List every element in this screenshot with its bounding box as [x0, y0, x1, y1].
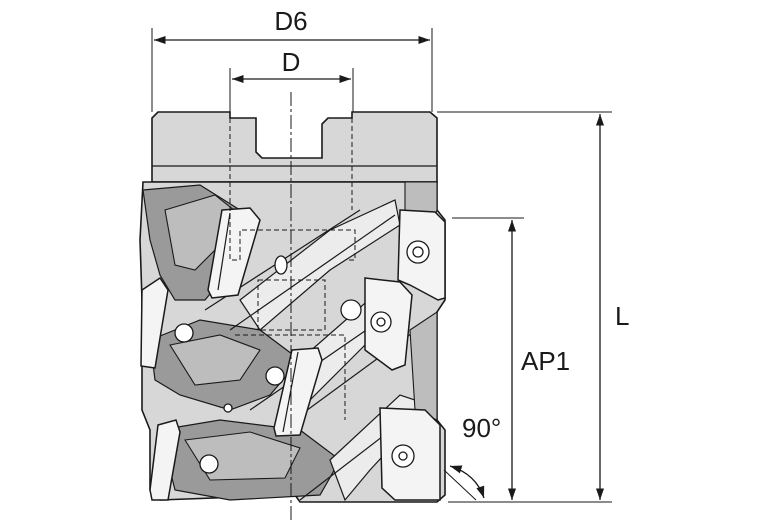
- dimension-labels: D6 D L AP1 90°: [274, 6, 629, 443]
- label-l: L: [615, 301, 629, 331]
- cutter-body: [139, 111, 446, 503]
- label-angle: 90°: [462, 413, 501, 443]
- label-d6: D6: [274, 6, 307, 36]
- insert-middle-left: [140, 276, 169, 369]
- dimension-lines: [154, 35, 605, 500]
- label-ap1: AP1: [521, 346, 570, 376]
- extension-lines: [151, 28, 612, 503]
- label-d: D: [282, 47, 301, 77]
- angle-arc: [449, 465, 485, 499]
- shank-flange: [151, 111, 438, 183]
- hidden-lines: [229, 92, 356, 520]
- insert-bottom-left: [149, 419, 181, 501]
